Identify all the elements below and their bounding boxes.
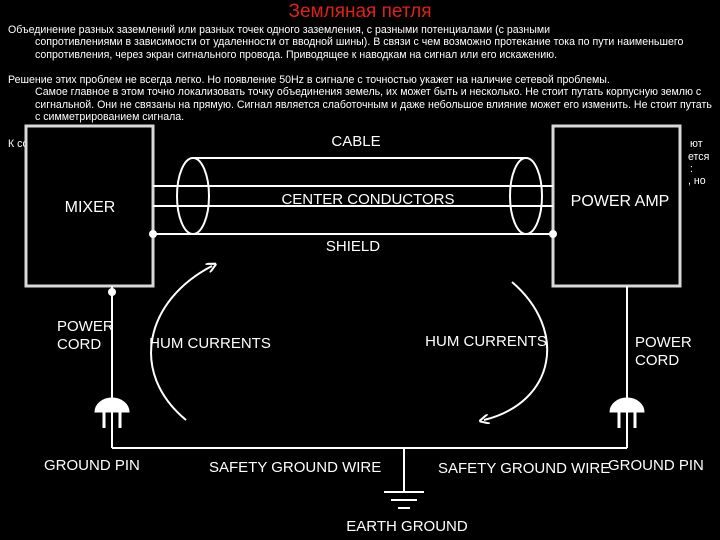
- safety-ground-wire-right-label: SAFETY GROUND WIRE: [438, 460, 610, 477]
- hum-currents-right-label: HUM CURRENTS: [425, 333, 547, 350]
- occluded-text-right: :: [690, 163, 693, 175]
- power-cord-right-label: CORD: [635, 352, 679, 369]
- paragraph-ground-loop-definition: Объединение разных заземлений или разных…: [8, 24, 712, 61]
- paragraph-first-line: Объединение разных заземлений или разных…: [8, 24, 551, 36]
- shield-label: SHIELD: [326, 238, 380, 255]
- paragraph-body: Самое главное в этом точно локализовать …: [35, 86, 712, 124]
- center-conductors-label: CENTER CONDUCTORS: [281, 191, 454, 208]
- power-cord-right-label: POWER: [635, 334, 692, 351]
- occluded-text-right: ется: [688, 151, 710, 163]
- page-title: Земляная петля: [288, 1, 432, 22]
- hum-current-arrow-left: [150, 266, 212, 421]
- ground-pin-right-label: GROUND PIN: [608, 457, 704, 474]
- mixer-label: MIXER: [65, 199, 116, 216]
- safety-ground-wire-left-label: SAFETY GROUND WIRE: [209, 459, 381, 476]
- hum-current-arrow-right: [484, 281, 549, 420]
- earth-ground-label: EARTH GROUND: [346, 518, 468, 535]
- power-cord-left-label: CORD: [57, 336, 101, 353]
- power-cord-left: [94, 286, 130, 448]
- power-amp-box: [551, 124, 682, 288]
- power-amp-label: POWER AMP: [571, 193, 670, 210]
- power-cord-left-label: POWER: [57, 318, 114, 335]
- earth-ground-icon: [384, 491, 424, 509]
- plug-icon: [94, 397, 130, 413]
- occluded-text-right: , но: [688, 175, 706, 187]
- cable: [149, 157, 557, 238]
- ground-pin-left-label: GROUND PIN: [44, 457, 140, 474]
- paragraph-solution: Решение этих проблем не всегда легко. Но…: [8, 74, 712, 124]
- occluded-text-left: К со: [8, 138, 29, 150]
- paragraph-first-line: Решение этих проблем не всегда легко. Но…: [8, 74, 610, 86]
- cable-label: CABLE: [331, 133, 380, 150]
- occluded-text-right: ют: [690, 138, 703, 150]
- paragraph-body: сопротивлениями в зависимости от удаленн…: [35, 36, 684, 61]
- safety-ground-wire: [112, 447, 627, 492]
- mixer-box: [24, 124, 155, 288]
- hum-currents-left-label: HUM CURRENTS: [149, 335, 271, 352]
- power-cord-right: [609, 286, 645, 448]
- plug-icon: [609, 397, 645, 413]
